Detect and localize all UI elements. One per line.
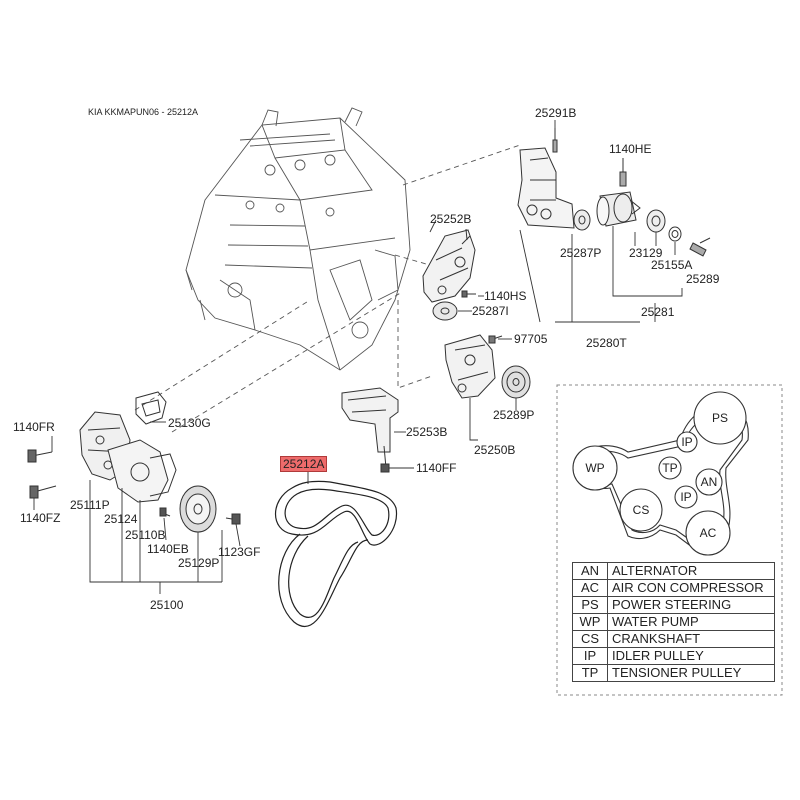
legend-code: CS bbox=[572, 630, 608, 648]
legend-code: AN bbox=[572, 562, 608, 580]
part-label-1140hs[interactable]: 1140HS bbox=[484, 289, 527, 303]
legend-code: TP bbox=[572, 664, 608, 682]
pulley-cs-label: CS bbox=[633, 503, 650, 517]
legend-name: ALTERNATOR bbox=[607, 562, 775, 580]
part-label-25110b[interactable]: 25110B bbox=[125, 528, 166, 542]
pulley-ip1-label: IP bbox=[681, 435, 692, 449]
part-label-1140ff[interactable]: 1140FF bbox=[416, 461, 457, 475]
part-label-25281[interactable]: 25281 bbox=[641, 305, 675, 319]
pulley-an-circle bbox=[695, 468, 723, 496]
part-label-25280t[interactable]: 25280T bbox=[586, 336, 627, 350]
idler-bracket-illustration bbox=[422, 228, 476, 321]
part-label-25252b[interactable]: 25252B bbox=[430, 212, 472, 226]
part-label-25124[interactable]: 25124 bbox=[104, 512, 138, 526]
pulley-tp-circle bbox=[658, 456, 682, 480]
pulley-ip2-label: IP bbox=[680, 490, 691, 504]
drive-belt-illustration bbox=[275, 480, 398, 628]
water-pump-illustration bbox=[27, 391, 241, 533]
part-label-25287i[interactable]: 25287I bbox=[472, 304, 509, 318]
pulley-ps-label: PS bbox=[712, 411, 728, 425]
lower-bracket-illustration bbox=[341, 387, 399, 473]
part-label-25111p[interactable]: 25111P bbox=[70, 498, 110, 512]
part-label-23129[interactable]: 23129 bbox=[629, 246, 663, 260]
legend-name: TENSIONER PULLEY bbox=[607, 664, 775, 682]
legend-code: WP bbox=[572, 613, 608, 631]
pulley-ip2-circle bbox=[674, 485, 698, 509]
part-label-97705[interactable]: 97705 bbox=[514, 332, 548, 346]
part-label-25289p[interactable]: 25289P bbox=[493, 408, 535, 422]
pulley-tp-label: TP bbox=[662, 461, 677, 475]
pulley-wp-circle bbox=[572, 445, 618, 491]
legend-name: POWER STEERING bbox=[607, 596, 775, 614]
engine-block-illustration bbox=[185, 107, 411, 371]
pulley-wp-label: WP bbox=[585, 461, 604, 475]
pulley-ac-label: AC bbox=[700, 526, 717, 540]
part-label-1123gf[interactable]: 1123GF bbox=[218, 545, 261, 559]
pulley-cs-circle bbox=[619, 488, 663, 532]
part-label-25287p[interactable]: 25287P bbox=[560, 246, 602, 260]
tensioner-assembly-illustration bbox=[517, 128, 711, 257]
part-label-25129p[interactable]: 25129P bbox=[178, 556, 220, 570]
pulley-ip1-circle bbox=[676, 431, 698, 453]
part-leader-lines bbox=[33, 120, 683, 594]
legend-name: WATER PUMP bbox=[607, 613, 775, 631]
routing-frame bbox=[556, 384, 783, 696]
part-label-25250b[interactable]: 25250B bbox=[474, 443, 516, 457]
legend-code: IP bbox=[572, 647, 608, 665]
pulley-an-label: AN bbox=[701, 475, 718, 489]
legend-name: AIR CON COMPRESSOR bbox=[607, 579, 775, 597]
pulley-ps-circle bbox=[693, 391, 747, 445]
legend-name: IDLER PULLEY bbox=[607, 647, 775, 665]
diagram-title: KIA KKMAPUN06 - 25212A bbox=[88, 107, 199, 117]
mount-bracket-illustration bbox=[444, 334, 531, 399]
part-label-25212a-highlighted[interactable]: 25212A bbox=[280, 456, 328, 472]
part-label-25100[interactable]: 25100 bbox=[150, 598, 184, 612]
part-label-25130g[interactable]: 25130G bbox=[168, 416, 211, 430]
part-label-25291b[interactable]: 25291B bbox=[535, 106, 577, 120]
part-label-1140fz[interactable]: 1140FZ bbox=[20, 511, 61, 525]
part-label-25253b[interactable]: 25253B bbox=[406, 425, 448, 439]
part-label-25289[interactable]: 25289 bbox=[686, 272, 720, 286]
part-label-1140he[interactable]: 1140HE bbox=[609, 142, 652, 156]
legend-code: AC bbox=[572, 579, 608, 597]
part-label-1140eb[interactable]: 1140EB bbox=[147, 542, 189, 556]
part-label-1140fr[interactable]: 1140FR bbox=[13, 420, 55, 434]
belt-routing-diagram: PS IP WP TP AN IP CS AC bbox=[556, 384, 783, 696]
legend-code: PS bbox=[572, 596, 608, 614]
legend-name: CRANKSHAFT bbox=[607, 630, 775, 648]
pulley-ac-circle bbox=[685, 510, 731, 556]
part-label-25155a[interactable]: 25155A bbox=[651, 258, 693, 272]
